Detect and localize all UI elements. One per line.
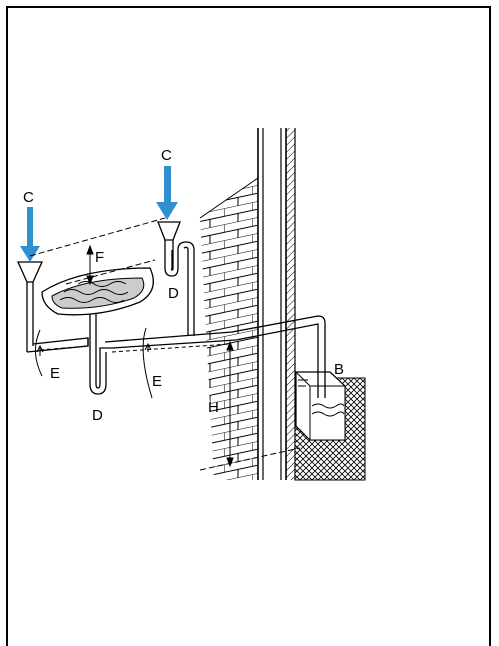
label-h: H	[208, 399, 219, 416]
label-d-lower: D	[92, 407, 103, 424]
brick-wall	[199, 177, 259, 480]
drain-hose	[104, 315, 326, 398]
arrow-left-c	[20, 207, 40, 262]
angle-marks	[35, 327, 231, 399]
label-c-left: C	[23, 189, 34, 206]
arrow-right-c	[156, 166, 178, 220]
figure-frame	[6, 6, 491, 646]
left-inlet-pipe	[16, 261, 89, 353]
lower-u-trap	[89, 340, 112, 395]
label-e-left: E	[50, 365, 60, 382]
label-f: F	[95, 249, 104, 266]
drain-pit	[295, 371, 346, 441]
right-inlet-pipe	[157, 221, 195, 336]
drain-installation-diagram: C C F D D E E B H	[16, 128, 366, 481]
wall-section	[257, 128, 296, 480]
sink	[41, 267, 154, 340]
label-b: B	[334, 361, 344, 378]
dimension-h	[199, 340, 301, 471]
dimension-f	[29, 217, 166, 286]
label-c-right: C	[161, 147, 172, 164]
label-d-upper: D	[168, 285, 179, 302]
label-e-mid: E	[152, 373, 162, 390]
